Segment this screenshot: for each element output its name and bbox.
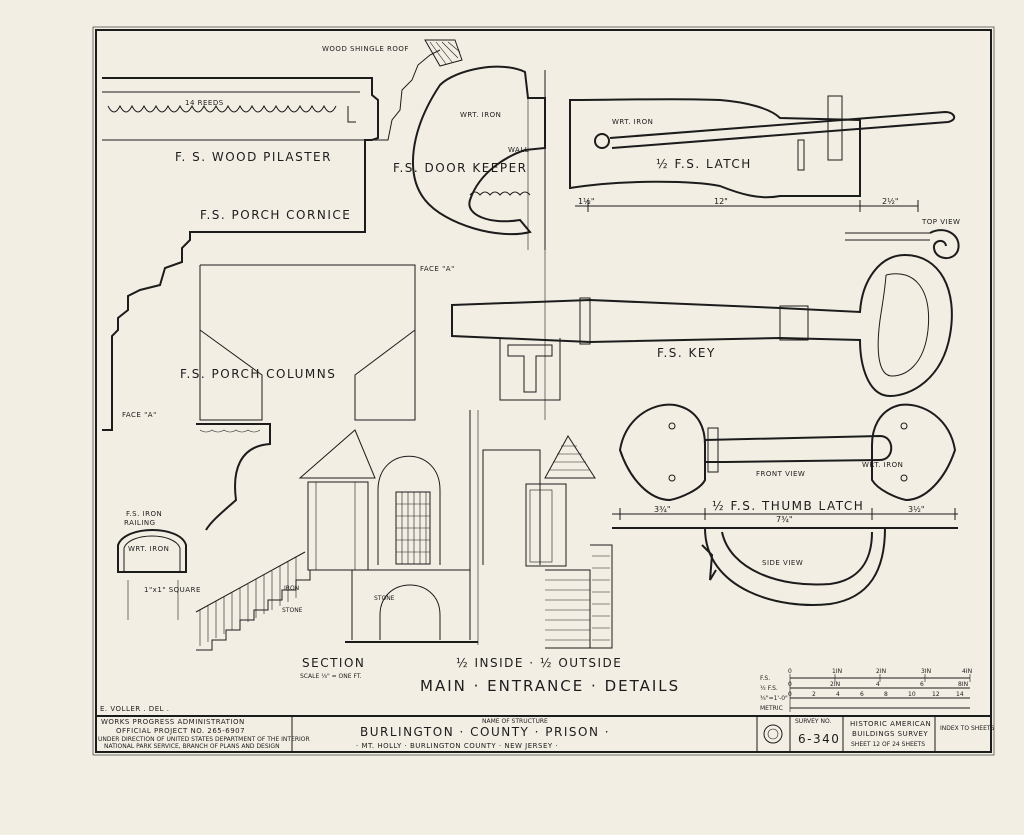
porch-cornice-profile [102,39,463,431]
scale-quarter-tick-6: 12 [932,691,940,698]
label-latch: ½ F.S. LATCH [656,157,752,171]
label-stone-1: STONE [282,607,303,614]
survey-no-label: SURVEY NO. [795,718,831,725]
scale-fs-tick-3: 3IN [921,668,931,675]
latch-drawing [569,95,960,259]
name-of-structure-label: NAME OF STRUCTURE [482,718,548,725]
scale-half-tick-1: 2IN [830,681,840,688]
label-inside-outside: ½ INSIDE · ½ OUTSIDE [456,656,622,670]
scale-fs-tick-4: 4IN [962,668,972,675]
sheet-number: SHEET 12 OF 24 SHEETS [851,741,925,748]
survey-no: 6-340 [798,732,840,746]
sheet-border [95,29,992,753]
label-section-scale: SCALE ⅛" = ONE FT. [300,673,362,680]
label-porch-cornice: F.S. PORCH CORNICE [200,208,351,222]
title-block [96,715,991,752]
dim-thumb-b: 7¾" [776,515,793,524]
wpa-under-1: UNDER DIRECTION OF UNITED STATES DEPARTM… [98,736,310,743]
dim-latch-a: 1½" [578,197,595,206]
label-top-view: TOP VIEW [921,218,960,226]
main-title: MAIN · ENTRANCE · DETAILS [420,677,680,695]
sheet-border-outer [92,26,995,756]
scale-row-metric: METRIC [760,705,783,712]
scale-bars [789,674,971,712]
scale-fs-tick-0: 0 [788,668,792,675]
thumb-latch-drawing [612,403,958,606]
label-wood-pilaster: F. S. WOOD PILASTER [175,150,332,164]
scale-quarter-tick-2: 4 [836,691,840,698]
label-key: F.S. KEY [657,346,716,360]
label-wrt-iron-2: WRT. IRON [612,118,653,126]
section-drawing [195,410,613,651]
iron-railing-drawing [117,529,187,620]
scale-quarter-tick-0: 0 [788,691,792,698]
scale-quarter-tick-7: 14 [956,691,964,698]
scale-fs-tick-1: 1IN [832,668,842,675]
scale-half-tick-2: 4 [876,681,880,688]
label-side-view: SIDE VIEW [762,559,803,567]
label-thumb-latch: ½ F.S. THUMB LATCH [712,499,864,513]
dim-thumb-a: 3¾" [654,505,671,514]
label-wrt-iron-1: WRT. IRON [460,111,501,119]
structure-location: · MT. HOLLY · BURLINGTON COUNTY · NEW JE… [356,742,558,750]
dim-thumb-c: 3½" [908,505,925,514]
scale-half-tick-0: 0 [788,681,792,688]
label-iron: IRON [284,585,299,592]
dim-latch-b: 12" [714,197,728,206]
label-door-keeper: F.S. DOOR KEEPER [393,161,528,175]
scale-fs-tick-2: 2IN [876,668,886,675]
scale-row-quarter: ¾"=1'-0" [760,695,788,702]
scale-quarter-tick-1: 2 [812,691,816,698]
wpa-under-2: NATIONAL PARK SERVICE, BRANCH OF PLANS A… [104,743,280,750]
scale-half-tick-4: 8IN [958,681,968,688]
label-wrt-iron-3: WRT. IRON [128,545,169,553]
label-wood-shingle-roof: WOOD SHINGLE ROOF [322,45,409,53]
label-stone-2: STONE [374,595,395,602]
habs-line-1: HISTORIC AMERICAN [850,720,931,728]
porch-columns-drawing [196,264,416,531]
scale-row-fs: F.S. [760,675,770,682]
delineator: E. VOLLER . DEL . [100,705,169,713]
scale-quarter-tick-4: 8 [884,691,888,698]
wpa-project: OFFICIAL PROJECT NO. 265-6907 [116,727,245,735]
habs-line-2: BUILDINGS SURVEY [852,730,928,738]
label-square: 1"x1" SQUARE [144,586,201,594]
label-reeds: 14 REEDS [185,99,224,107]
label-iron-railing-2: RAILING [124,519,156,527]
index-to-sheets: INDEX TO SHEETS [940,725,995,732]
label-wrt-iron-4: WRT. IRON [862,461,903,469]
label-porch-columns: F.S. PORCH COLUMNS [180,367,336,381]
scale-quarter-tick-3: 6 [860,691,864,698]
structure-name: BURLINGTON · COUNTY · PRISON · [360,725,610,739]
label-wall: WALL [508,146,529,154]
door-keeper-drawing [412,65,546,250]
label-front-view: FRONT VIEW [756,470,805,478]
dim-latch-c: 2½" [882,197,899,206]
wpa-name: WORKS PROGRESS ADMINISTRATION [101,718,245,726]
label-face-a-2: FACE "A" [122,411,157,419]
scale-quarter-tick-5: 10 [908,691,916,698]
label-section: SECTION [302,656,365,670]
label-face-a-1: FACE "A" [420,265,455,273]
scale-half-tick-3: 6 [920,681,924,688]
label-iron-railing-1: F.S. IRON [126,510,162,518]
scale-row-half: ½ F.S. [760,685,778,692]
key-drawing [451,250,953,420]
